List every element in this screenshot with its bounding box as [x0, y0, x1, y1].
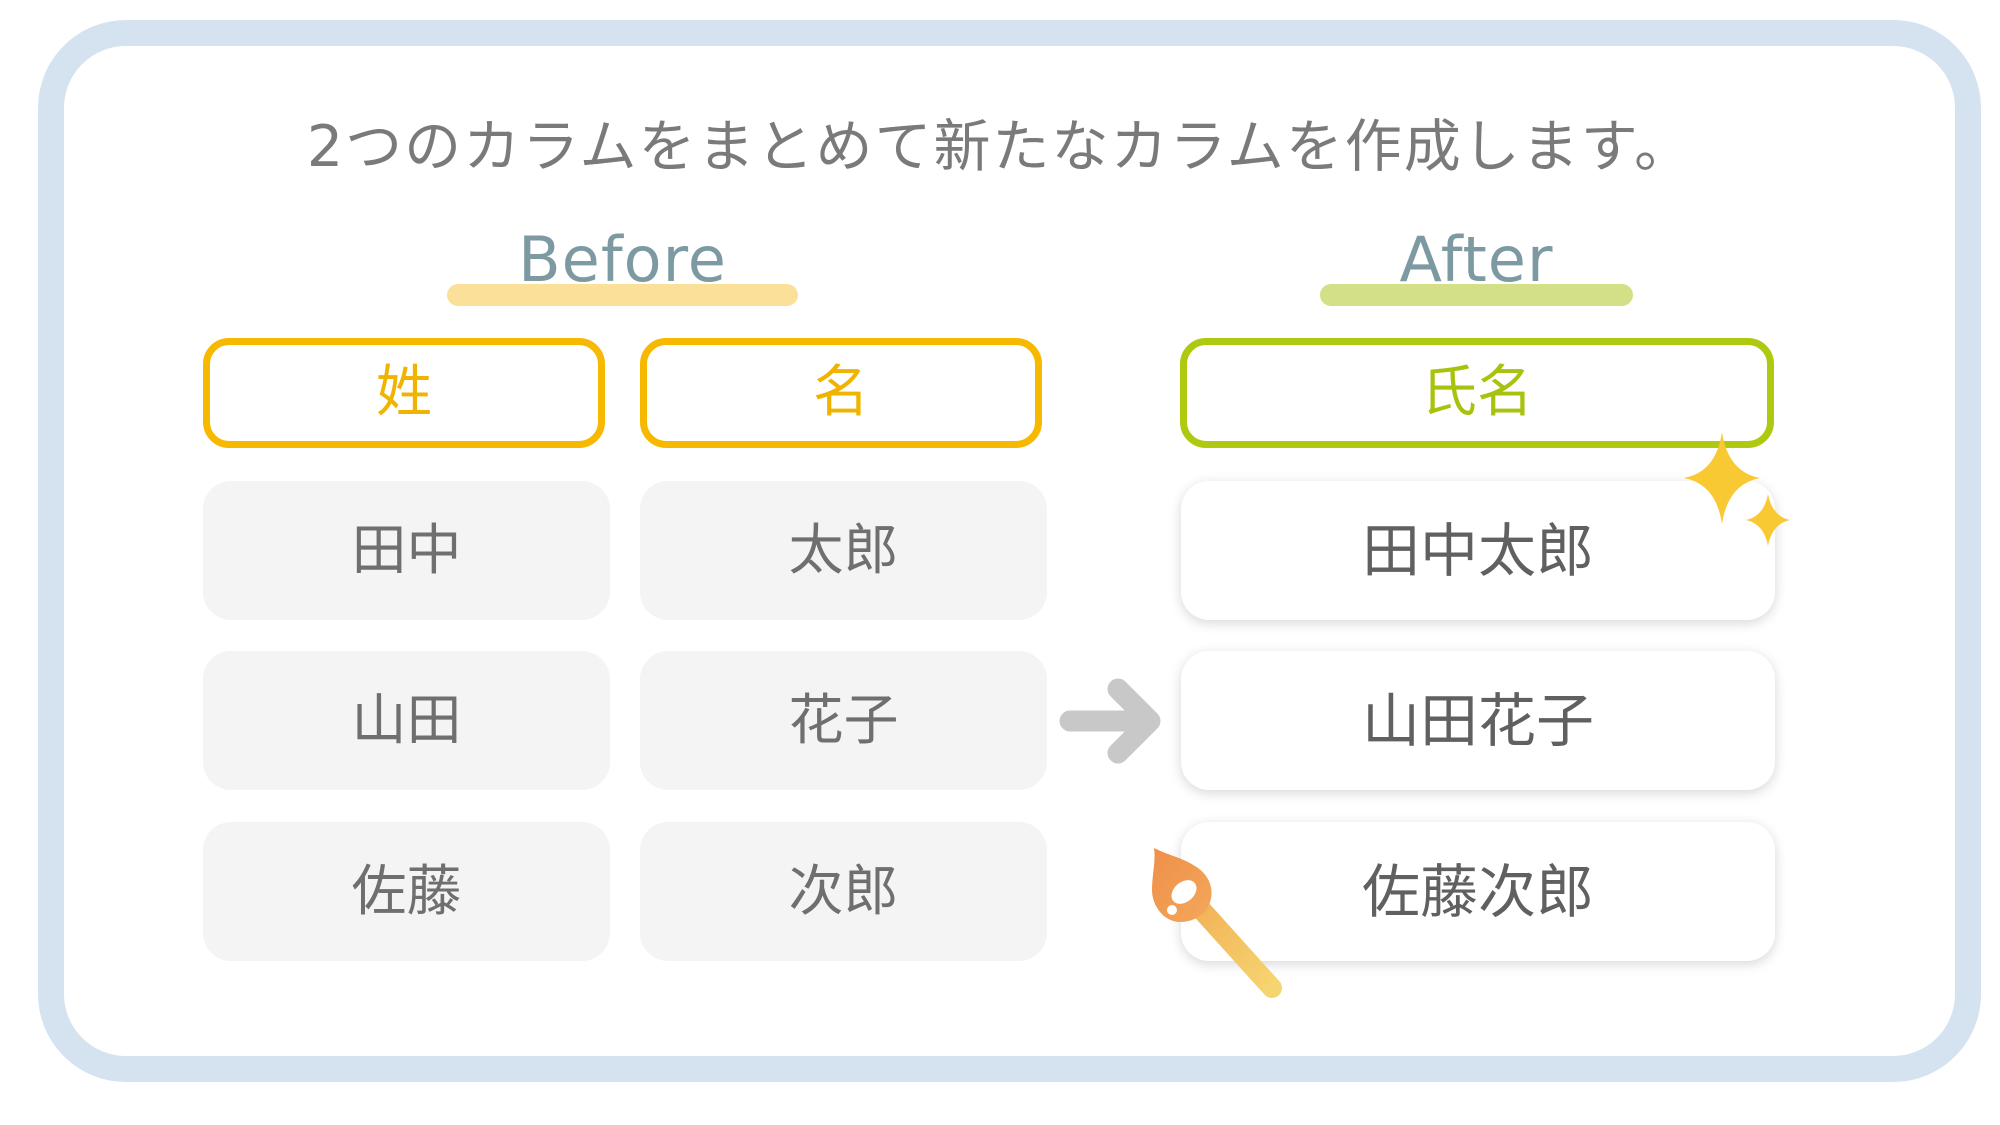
column-header-last-name: 姓	[203, 338, 605, 448]
before-cell-r2-first: 花子	[640, 651, 1047, 790]
arrow-right-icon	[1059, 678, 1161, 764]
before-cell-r1-first: 太郎	[640, 481, 1047, 620]
before-underline	[447, 284, 798, 306]
after-cell-r1-text: 田中太郎	[1361, 516, 1594, 585]
page-title: 2つのカラムをまとめて新たなカラムを作成します。	[306, 114, 1694, 180]
after-cell-r3-text: 佐藤次郎	[1361, 857, 1594, 926]
after-cell-r3: 佐藤次郎	[1181, 822, 1775, 961]
before-cell-r3-last: 佐藤	[203, 822, 610, 961]
paint-brush-icon	[1152, 848, 1282, 998]
after-cell-r2: 山田花子	[1181, 651, 1775, 790]
before-label: Before	[518, 223, 727, 296]
sparkle-icon	[1684, 432, 1790, 546]
after-cell-r1: 田中太郎	[1181, 481, 1775, 620]
column-header-full-name: 氏名	[1180, 338, 1774, 448]
before-cell-r1-last: 田中	[203, 481, 610, 620]
after-underline	[1320, 284, 1633, 306]
after-label: After	[1399, 223, 1554, 296]
column-header-first-name: 名	[640, 338, 1042, 448]
after-cell-r2-text: 山田花子	[1361, 686, 1594, 755]
before-cell-r3-first: 次郎	[640, 822, 1047, 961]
before-cell-r2-last: 山田	[203, 651, 610, 790]
